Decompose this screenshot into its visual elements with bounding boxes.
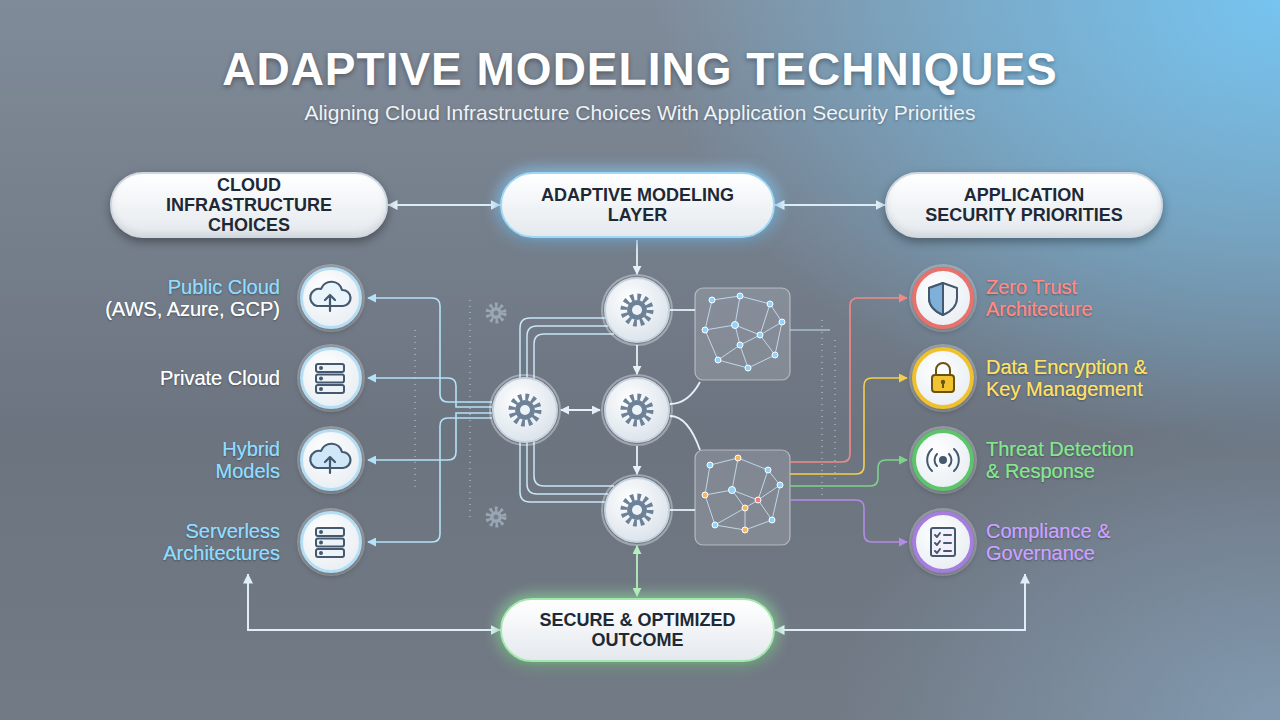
heading-pill: APPLICATION SECURITY PRIORITIES	[885, 172, 1163, 238]
network-panel	[695, 450, 790, 545]
item-node: Data Encryption & Key Management	[912, 346, 1142, 410]
node-text: Zero Trust Architecture	[986, 276, 1111, 320]
text-wrap: Public Cloud(AWS, Azure, GCP)	[100, 266, 280, 330]
network-panel	[695, 288, 790, 380]
subtitle-label: Aligning Cloud Infrastructure Choices Wi…	[0, 101, 1280, 125]
text-wrap: Data Encryption & Key Management	[986, 346, 1176, 410]
text-wrap: Hybrid Models	[100, 428, 280, 492]
sparkle-dots	[415, 300, 835, 520]
node-text: Threat Detection & Response	[986, 438, 1146, 482]
node-text: SECURE & OPTIMIZED OUTCOME	[528, 610, 748, 650]
gear-bundles	[520, 318, 614, 502]
node-text: Compliance & Governance	[986, 520, 1116, 564]
text-wrap: Private Cloud	[100, 346, 280, 410]
node-text: (AWS, Azure, GCP)	[105, 298, 280, 320]
icon-circle	[912, 347, 974, 409]
item-node: Public Cloud(AWS, Azure, GCP)	[100, 266, 365, 330]
item-node: Private Cloud	[100, 346, 365, 410]
text-wrap: Threat Detection & Response	[986, 428, 1176, 492]
heading-pill: CLOUD INFRASTRUCTURE CHOICES	[110, 172, 388, 238]
node-text: Private Cloud	[160, 367, 280, 389]
gear-links	[561, 240, 700, 596]
text-wrap: ADAPTIVE MODELING LAYER	[528, 185, 748, 225]
text-wrap: Zero Trust Architecture	[986, 266, 1176, 330]
heading-pill: ADAPTIVE MODELING LAYER	[500, 172, 775, 238]
connector-arrow	[775, 204, 885, 206]
icon-circle	[300, 511, 362, 573]
heading-pill: SECURE & OPTIMIZED OUTCOME	[500, 598, 775, 662]
text-wrap: Compliance & Governance	[986, 510, 1176, 574]
item-node: Zero Trust Architecture	[912, 266, 1142, 330]
icon-circle	[300, 347, 362, 409]
right-branch-arrows	[790, 298, 907, 542]
icon-circle	[300, 267, 362, 329]
item-node: Threat Detection & Response	[912, 428, 1142, 492]
text-wrap: SECURE & OPTIMIZED OUTCOME	[528, 610, 748, 650]
left-branch-arrows	[368, 298, 492, 542]
icon-circle	[300, 429, 362, 491]
icon-circle	[912, 267, 974, 329]
icon-circle	[912, 511, 974, 573]
connector-arrow	[388, 204, 500, 206]
underline-decor	[130, 327, 1160, 571]
node-text: Hybrid Models	[180, 438, 280, 482]
item-node: Compliance & Governance	[912, 510, 1142, 574]
item-node: Hybrid Models	[100, 428, 365, 492]
icon-circle	[912, 429, 974, 491]
gear-icons	[488, 275, 672, 545]
text-wrap: CLOUD INFRASTRUCTURE CHOICES	[154, 175, 344, 235]
node-text: Data Encryption & Key Management	[986, 356, 1161, 400]
text-wrap: Serverless Architectures	[100, 510, 280, 574]
node-text: APPLICATION SECURITY PRIORITIES	[919, 185, 1129, 225]
node-text: ADAPTIVE MODELING LAYER	[528, 185, 748, 225]
diagram-title: ADAPTIVE MODELING TECHNIQUES	[0, 42, 1280, 96]
node-text: Serverless Architectures	[130, 520, 280, 564]
node-text: Public Cloud	[168, 276, 280, 298]
item-node: Serverless Architectures	[100, 510, 365, 574]
connector-arrow	[775, 574, 1025, 630]
node-text: CLOUD INFRASTRUCTURE CHOICES	[154, 175, 344, 235]
connector-arrow	[248, 574, 500, 630]
text-wrap: APPLICATION SECURITY PRIORITIES	[919, 185, 1129, 225]
